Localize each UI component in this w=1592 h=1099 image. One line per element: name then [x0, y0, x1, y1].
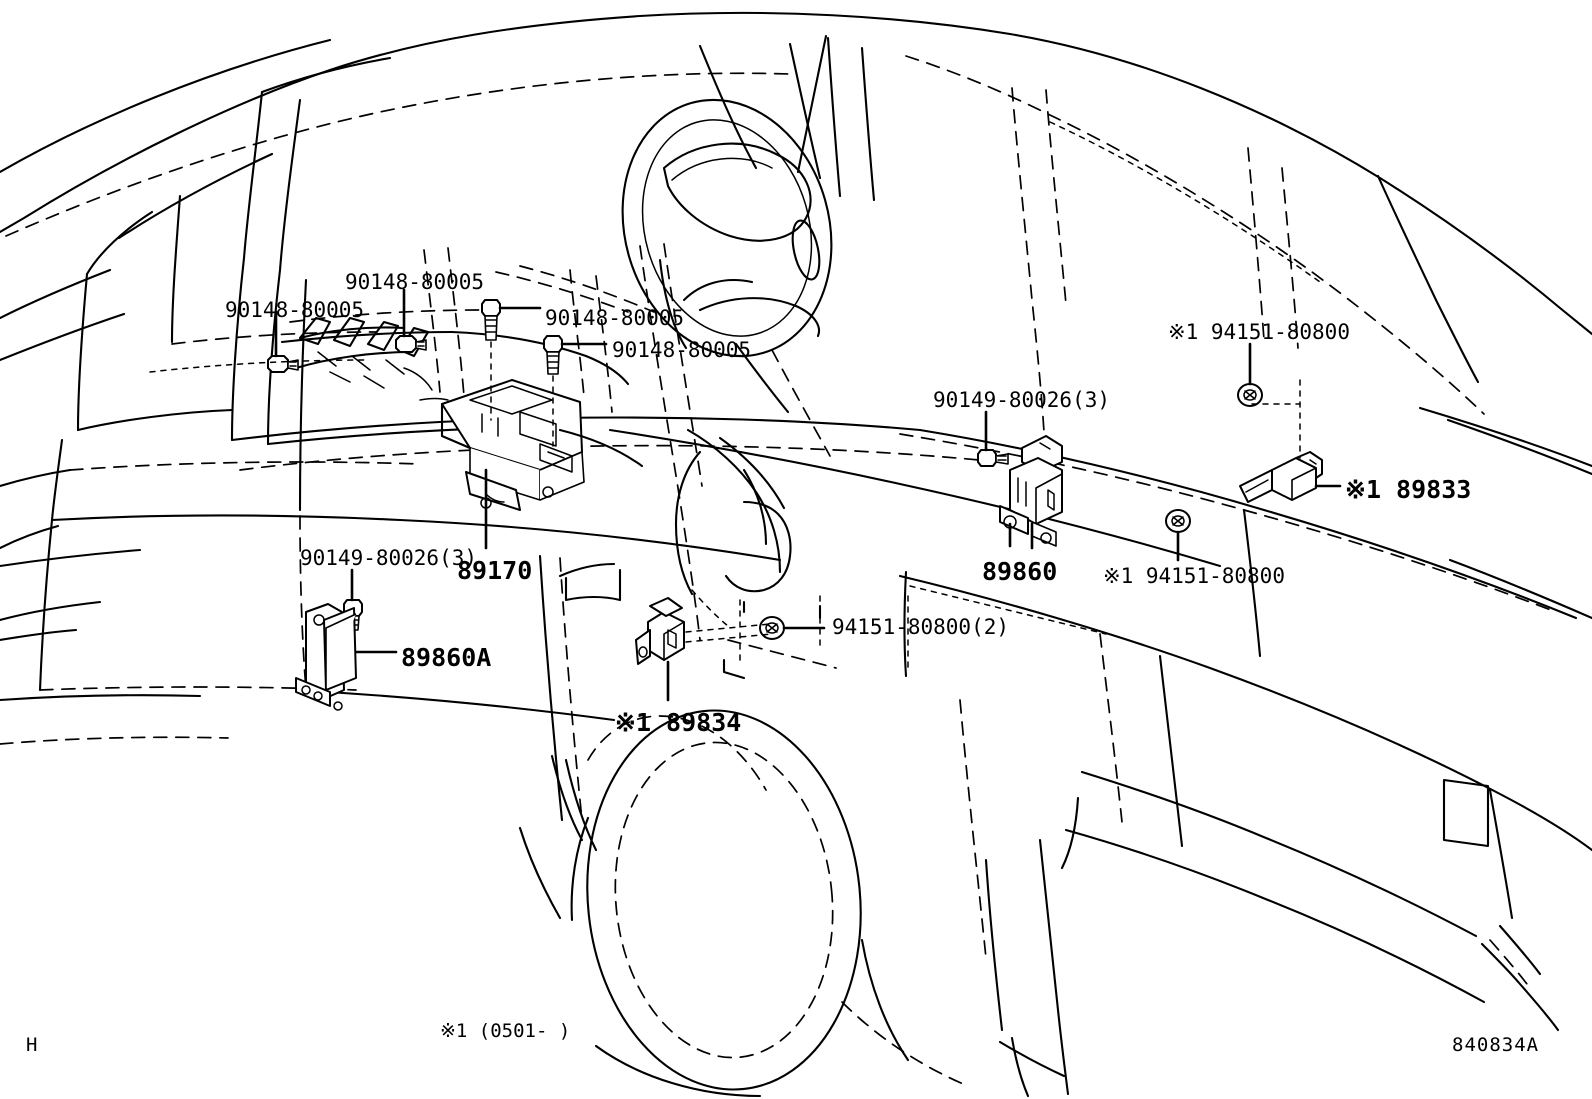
instrument-panel	[280, 265, 655, 391]
bolt-90148-80005-a	[267, 310, 299, 373]
leader-lines	[484, 468, 1034, 550]
bolt-90148-80005-d	[543, 335, 608, 447]
side-sensor-89860A	[295, 603, 398, 711]
nut-94151-80800-upper	[1237, 342, 1263, 407]
front-sensor-89834	[635, 597, 773, 702]
roof-rails-right	[826, 36, 1485, 433]
label-89833: ※1 89833	[1345, 475, 1472, 504]
page-mark: H	[26, 1034, 38, 1056]
front-sensor-89833	[1239, 379, 1342, 503]
nut-94151-80800-center	[759, 616, 826, 640]
body-roof-outline	[0, 11, 1592, 336]
front-lower-body	[0, 694, 229, 745]
rear-wheel-arch	[570, 709, 1030, 1098]
label-89860: 89860	[982, 557, 1058, 586]
label-90148-80005-lower-right: 90148-80005	[612, 338, 752, 362]
label-89860A: 89860A	[401, 643, 492, 672]
label-90148-80005-upper-mid: 90148-80005	[345, 270, 485, 294]
construction-lines	[149, 331, 1107, 680]
label-94151-80800-upper: ※1 94151-80800	[1168, 320, 1350, 344]
side-body	[0, 278, 782, 920]
label-89834: ※1 89834	[615, 708, 742, 737]
steering-wheel	[621, 34, 833, 457]
bolt-90148-80005-b	[395, 288, 427, 353]
label-94151-80800-2: 94151-80800(2)	[832, 615, 1010, 639]
label-90148-80005-upper-left: 90148-80005	[225, 298, 365, 322]
diagram-code: 840834A	[1452, 1034, 1540, 1056]
screw-90149-80026-rear	[977, 410, 1009, 467]
label-90149-80026-left: 90149-80026(3)	[300, 546, 478, 570]
bolt-90148-80005-c	[481, 299, 542, 421]
nut-94151-80800-lower	[1165, 509, 1191, 562]
footnote-text: ※1 (0501- )	[440, 1020, 571, 1042]
airbag-sensor-assembly-89170	[419, 247, 613, 511]
side-sensor-89860	[999, 435, 1063, 548]
pillar-structure	[0, 56, 392, 522]
label-94151-80800-lower: ※1 94151-80800	[1103, 564, 1285, 588]
label-90148-80005-upper-right: 90148-80005	[545, 306, 685, 330]
interior-trim	[558, 243, 792, 641]
label-89170: 89170	[457, 556, 533, 585]
rear-body	[898, 508, 1592, 1096]
label-90149-80026-rear: 90149-80026(3)	[933, 388, 1111, 412]
